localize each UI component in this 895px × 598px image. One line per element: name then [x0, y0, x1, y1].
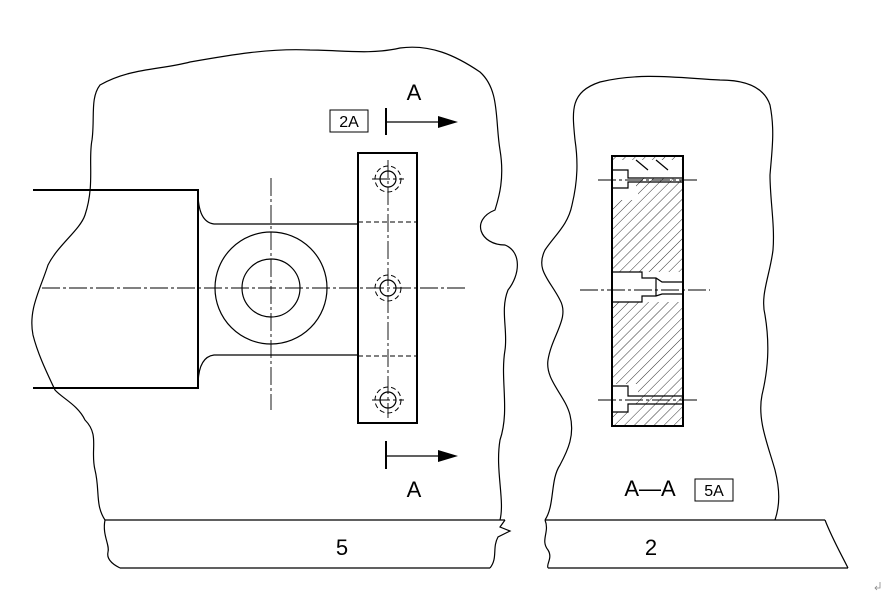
- right-sheet: 2 A—A 5A: [541, 75, 849, 569]
- section-bottom-hole-lines: [612, 385, 683, 413]
- ref-box-left: [329, 109, 369, 133]
- sheet-right-number: 2: [645, 535, 657, 560]
- section-outline: [611, 155, 684, 427]
- neck-bottom: [197, 354, 358, 387]
- section-arrow-bottom-label: A: [407, 477, 422, 502]
- section-arrow-top: [385, 108, 458, 135]
- section-arrow-top-label: A: [407, 80, 422, 105]
- neck-top: [197, 191, 358, 225]
- section-bore-middle: [612, 272, 680, 302]
- section-counterbore-top: [612, 160, 683, 188]
- sheet-left-number: 5: [336, 535, 348, 560]
- section-middle-bore: [612, 271, 683, 303]
- ref-box-left-label: 2A: [339, 114, 359, 131]
- section-counterbore-bottom: [612, 386, 636, 412]
- section-title: A—A: [624, 476, 676, 501]
- left-sheet: 5: [31, 46, 518, 569]
- right-sheet-break-outline: [541, 75, 780, 521]
- section-arrow-bottom: [385, 441, 458, 469]
- left-band-left-edge: [103, 519, 121, 569]
- ref-box-right: [694, 478, 734, 502]
- ref-box-right-label: 5A: [704, 483, 724, 500]
- right-band-right-edge: [824, 519, 849, 569]
- return-mark-icon: [874, 582, 881, 591]
- section-top-chamfer: [635, 159, 669, 171]
- left-sheet-break-outline: [31, 46, 518, 521]
- section-top-hole-lines: [612, 169, 683, 189]
- right-band-left-edge: [544, 519, 551, 569]
- body-rectangle: [33, 189, 199, 389]
- left-band-right-edge: [489, 519, 512, 569]
